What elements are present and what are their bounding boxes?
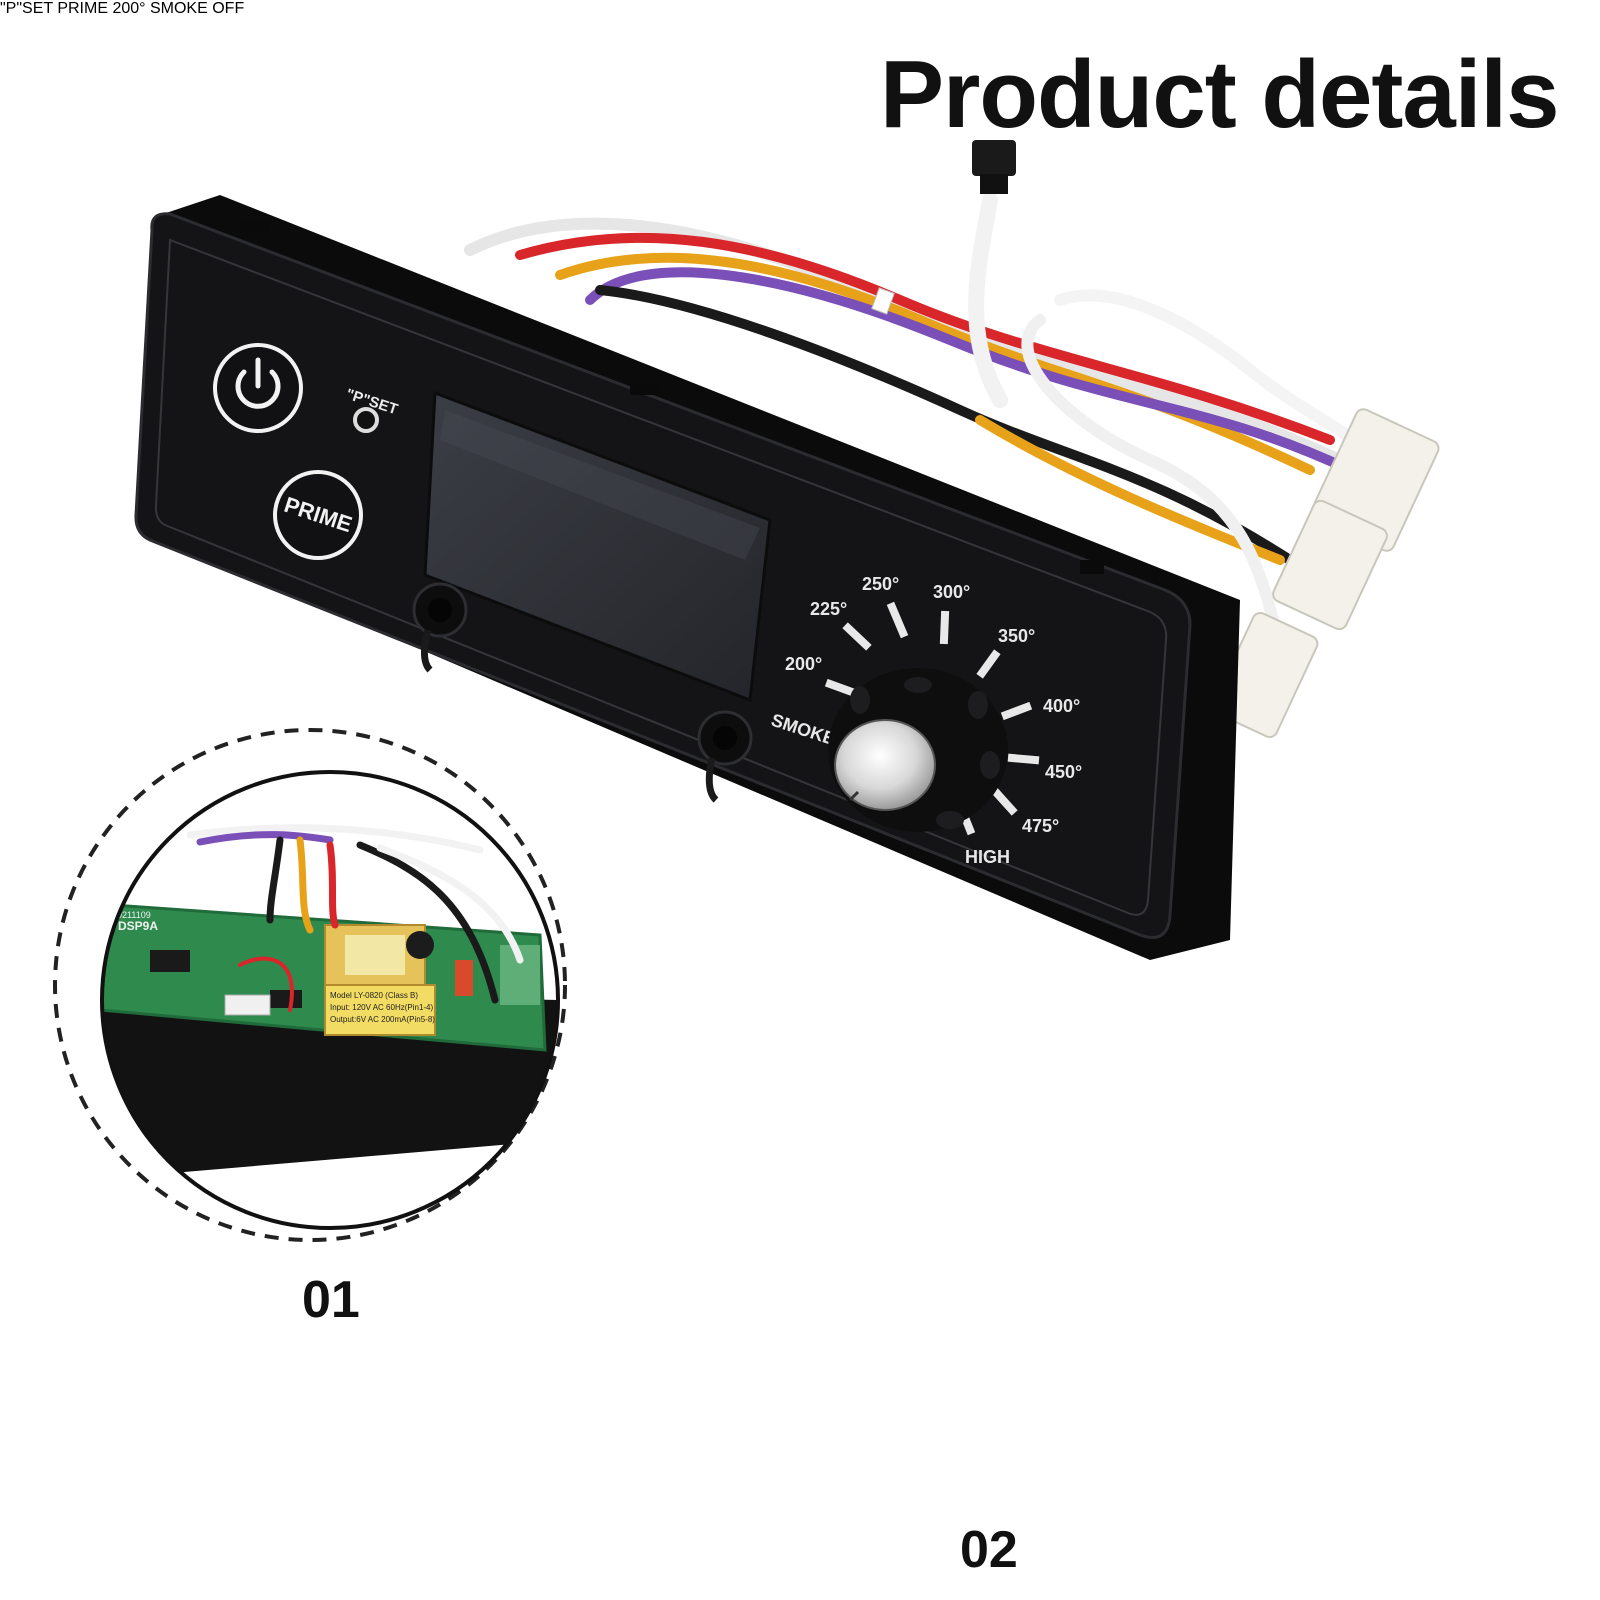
transformer-text-1: Model LY-0820 (Class B) bbox=[330, 991, 418, 1000]
wire-harness bbox=[464, 192, 1386, 656]
board-code-1: DSP9A bbox=[118, 919, 158, 933]
dial-label-475: 475° bbox=[1022, 816, 1059, 836]
temperature-knob[interactable] bbox=[828, 668, 1008, 832]
power-button[interactable] bbox=[213, 343, 303, 433]
lcd-display bbox=[423, 390, 772, 703]
dial-label-200: 200° bbox=[785, 654, 822, 674]
connector-plug-upper bbox=[1272, 408, 1440, 631]
dial-label-high: HIGH bbox=[965, 847, 1010, 867]
dial-label-250: 250° bbox=[862, 574, 899, 594]
inset-01: Model LY-0820 (Class B) Input: 120V AC 6… bbox=[53, 728, 567, 1242]
connector-top bbox=[972, 140, 1016, 194]
closeup-pset-button: PRIME 200° SMOKE OFF bbox=[57, 0, 244, 17]
transformer-text-3: Output:6V AC 200mA(Pin5-8) bbox=[330, 1015, 435, 1024]
inset-01-label: 01 bbox=[302, 1271, 360, 1329]
pset-button[interactable] bbox=[353, 407, 379, 433]
dial-label-300: 300° bbox=[933, 582, 970, 602]
board-code-2: 20211109 bbox=[112, 910, 151, 920]
prime-button[interactable]: PRIME bbox=[273, 470, 363, 560]
probe-jack-left[interactable] bbox=[412, 582, 468, 673]
closeup-prime-label: PRIME bbox=[57, 0, 108, 17]
closeup-dial-200: 200° bbox=[112, 0, 146, 17]
probe-jack-right[interactable] bbox=[697, 710, 753, 803]
closeup-pset-label: "P"SET bbox=[0, 0, 53, 17]
inset-02-label: 02 bbox=[960, 1521, 1018, 1579]
closeup-prime-button: PRIME 200° SMOKE OFF bbox=[57, 0, 244, 17]
transformer-text-2: Input: 120V AC 60Hz(Pin1-4) bbox=[330, 1003, 434, 1012]
dial-labels: SMOKE 200° 225° 250° 300° 350° 400° 450°… bbox=[769, 574, 1082, 867]
dial-label-400: 400° bbox=[1043, 696, 1080, 716]
inset-02-dashed-ring: "P"SET PRIME 200° SMOKE OFF bbox=[0, 0, 244, 17]
inset-02: "P"SET PRIME 200° SMOKE OFF bbox=[0, 0, 244, 17]
closeup-dial-off: OFF bbox=[212, 0, 245, 17]
closeup-dial-smoke: SMOKE bbox=[149, 0, 208, 17]
closeup-power-button: PRIME 200° SMOKE OFF bbox=[57, 0, 244, 17]
dial-label-225: 225° bbox=[810, 599, 847, 619]
power-icon bbox=[235, 357, 281, 409]
page-title: Product details bbox=[880, 41, 1559, 148]
inset-01-dashed-ring bbox=[53, 728, 567, 1242]
inset-01-frame bbox=[100, 770, 560, 1230]
dial-label-350: 350° bbox=[998, 626, 1035, 646]
dial-label-450: 450° bbox=[1045, 762, 1082, 782]
